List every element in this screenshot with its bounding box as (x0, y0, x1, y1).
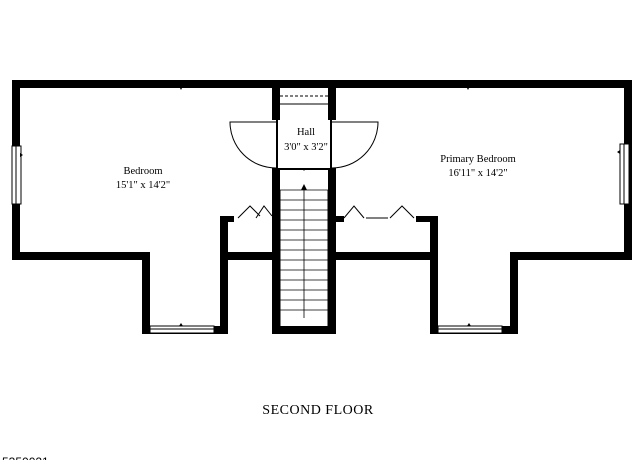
stair-arrow-head (301, 184, 307, 190)
floor-title: SECOND FLOOR (262, 403, 374, 418)
windows (11, 143, 630, 334)
room-size-primary-bedroom: 16'11" x 14'2" (448, 168, 507, 179)
interior-walls (220, 84, 438, 334)
staircase (279, 184, 329, 326)
doors (229, 95, 416, 222)
door-swing-bedroom (229, 121, 277, 169)
exterior-walls (12, 80, 632, 334)
markers (20, 86, 620, 326)
door-swing-primary (331, 121, 379, 169)
room-size-hall: 3'0" x 3'2" (284, 142, 328, 153)
room-name-primary-bedroom: Primary Bedroom (440, 154, 516, 165)
listing-id: 5350021 (2, 455, 49, 460)
room-name-hall: Hall (297, 127, 315, 138)
room-size-bedroom: 15'1" x 14'2" (116, 180, 170, 191)
room-name-bedroom: Bedroom (123, 166, 162, 177)
